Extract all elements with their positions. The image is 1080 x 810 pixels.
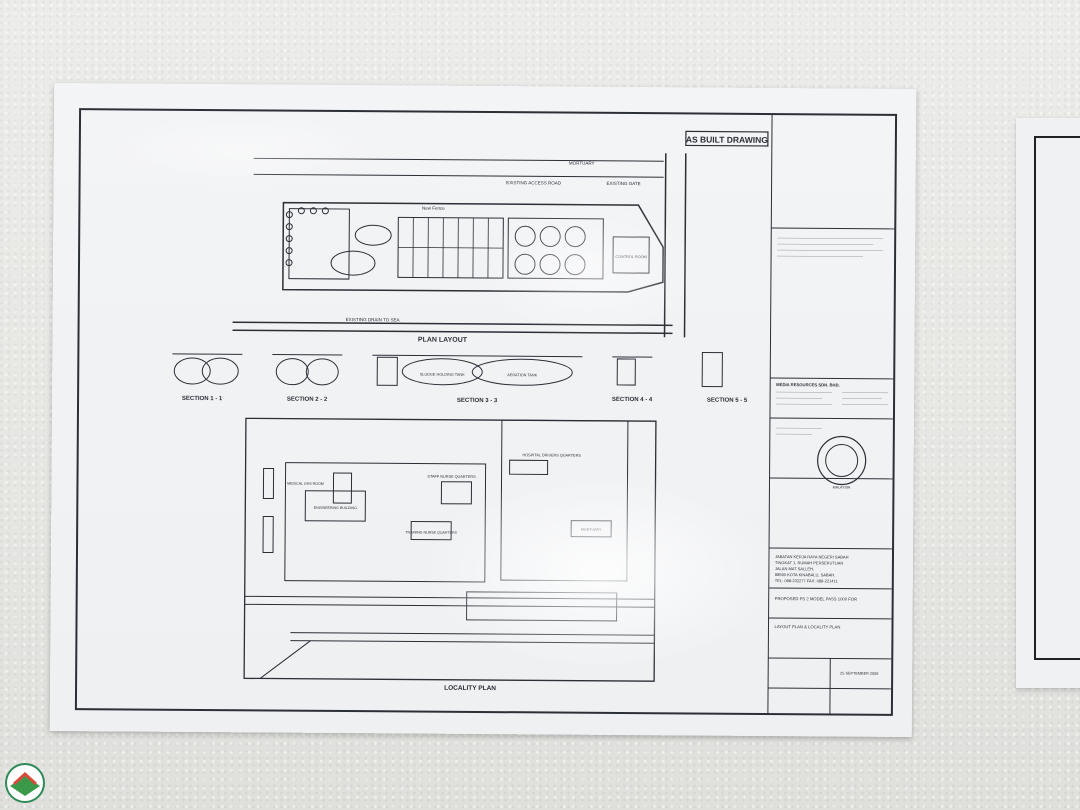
drivers-quarters-label: HOSPITAL DRIVERS QUARTERS (522, 453, 581, 457)
adjacent-document (1016, 118, 1080, 688)
title-block-divider (767, 114, 773, 714)
medical-gas-label: MEDICAL GAS ROOM (287, 482, 324, 486)
client-line-5: TEL: 088-232277 FAX: 088-221411 (775, 578, 839, 583)
locality-plan-title: LOCALITY PLAN (444, 685, 496, 692)
drawing-date: 25 SEPTEMBER 2006 (840, 671, 878, 675)
access-road-label: EXISTING ACCESS ROAD (506, 180, 562, 185)
section-5-label: SECTION 5 - 5 (707, 398, 748, 404)
project-title: PROPOSED PS 2 MODEL PASS 1000 FOR (775, 596, 857, 602)
watermark-logo (5, 763, 45, 803)
seal-text: MALAYSIA (833, 485, 851, 489)
drawing-svg: AS BUILT DRAWING PLAN LAYOUT EXISTING DR… (74, 108, 898, 716)
engineering-building-label: ENGINEERING BUILDING (314, 506, 357, 510)
section-2-label: SECTION 2 - 2 (287, 397, 328, 403)
new-fence-label: New Fence (422, 206, 445, 211)
section-4-label: SECTION 4 - 4 (612, 397, 653, 403)
adjacent-document-border (1034, 136, 1080, 660)
mortuary-locality-label: MORTUARY (581, 528, 602, 532)
as-built-drawing-sheet: AS BUILT DRAWING PLAN LAYOUT EXISTING DR… (49, 82, 917, 738)
existing-drain-label: EXISTING DRAIN TO SEA (346, 317, 400, 322)
section-1-label: SECTION 1 - 1 (182, 396, 223, 402)
control-room-label: CONTROL ROOM (615, 255, 646, 259)
client-line-3: JALAN MAT SALLEH, (775, 566, 814, 571)
aeration-tank-label: AERATION TANK (507, 373, 537, 377)
sludge-tank-label: SLUDGE HOLDING TANK (420, 373, 465, 377)
client-line-2: TINGKAT 1, RUMAH PERSEKUTUAN (775, 560, 843, 565)
gate-label: EXISTING GATE (606, 181, 640, 186)
client-line-4: 88590 KOTA KINABALU, SABAH. (775, 572, 835, 577)
mortuary-label: MORTUARY (569, 161, 595, 166)
drawing-border (74, 108, 898, 716)
engineer-seal (817, 435, 867, 486)
client-line-1: JABATAN KERJA RAYA NEGERI SABAH (775, 554, 849, 560)
company-name: MEDIA RESOURCES SDN. BHD. (776, 382, 840, 387)
staff-nurse-label: STAFF NURSE QUARTERS (427, 475, 476, 479)
drawing-title: LAYOUT PLAN & LOCALITY PLAN (774, 624, 840, 629)
section-3-label: SECTION 3 - 3 (457, 398, 498, 404)
as-built-stamp: AS BUILT DRAWING (686, 134, 768, 145)
training-nurse-label: TRAINING NURSE QUARTERS (405, 530, 457, 534)
plan-layout-title: PLAN LAYOUT (418, 337, 468, 344)
